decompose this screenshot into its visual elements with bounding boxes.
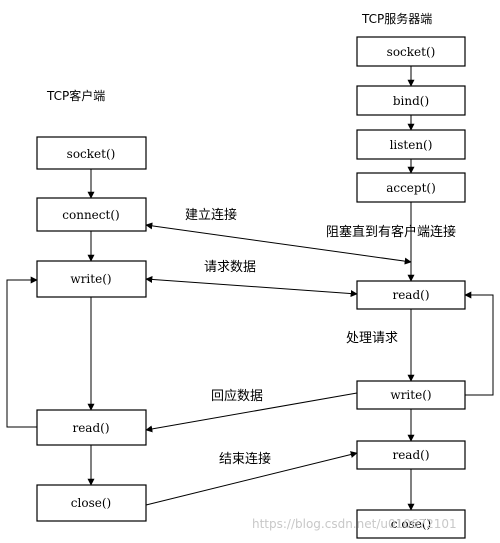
server-socket-box: socket() xyxy=(356,36,466,67)
reply-data-arrow xyxy=(145,392,358,433)
server-close-label: close() xyxy=(391,517,431,531)
client-connect-label: connect() xyxy=(62,208,119,222)
client-read-box: read() xyxy=(36,409,147,446)
server-listen-label: listen() xyxy=(390,138,433,152)
client-close-label: close() xyxy=(71,496,111,510)
server-loop-arrow xyxy=(464,291,494,396)
client-write-box: write() xyxy=(36,260,147,298)
server-bind-box: bind() xyxy=(356,85,466,116)
reply-data-label: 回应数据 xyxy=(211,388,263,404)
client-connect-box: connect() xyxy=(36,197,147,232)
watermark-text: https://blog.csdn.net/u010672101 xyxy=(252,517,457,531)
client-close-box: close() xyxy=(36,484,147,522)
server-title: TCP服务器端 xyxy=(361,11,432,26)
client-socket-label: socket() xyxy=(67,147,116,161)
server-read2-label: read() xyxy=(392,448,429,462)
server-read-label: read() xyxy=(392,288,429,302)
establish-connection-label: 建立连接 xyxy=(185,207,237,223)
server-read-box: read() xyxy=(356,280,466,310)
end-connection-arrow xyxy=(145,451,358,506)
server-write-label: write() xyxy=(390,388,431,402)
client-write-label: write() xyxy=(70,272,111,286)
server-accept-label: accept() xyxy=(386,181,436,195)
end-connection-label: 结束连接 xyxy=(219,451,271,467)
server-listen-box: listen() xyxy=(356,129,466,160)
server-close-box: close() xyxy=(356,509,466,539)
server-socket-label: socket() xyxy=(387,45,436,59)
client-socket-box: socket() xyxy=(36,136,147,170)
client-read-label: read() xyxy=(72,421,109,435)
client-title: TCP客户端 xyxy=(46,88,105,103)
server-read2-box: read() xyxy=(356,440,466,470)
server-write-box: write() xyxy=(356,380,466,410)
block-until-client-label: 阻塞直到有客户端连接 xyxy=(326,224,456,240)
process-request-label: 处理请求 xyxy=(346,331,398,346)
request-data-arrow xyxy=(145,275,358,298)
request-data-label: 请求数据 xyxy=(204,260,256,275)
server-bind-label: bind() xyxy=(393,94,429,108)
client-loop-arrow xyxy=(6,276,38,428)
server-accept-box: accept() xyxy=(356,172,466,203)
establish-connection-arrow xyxy=(145,222,412,265)
